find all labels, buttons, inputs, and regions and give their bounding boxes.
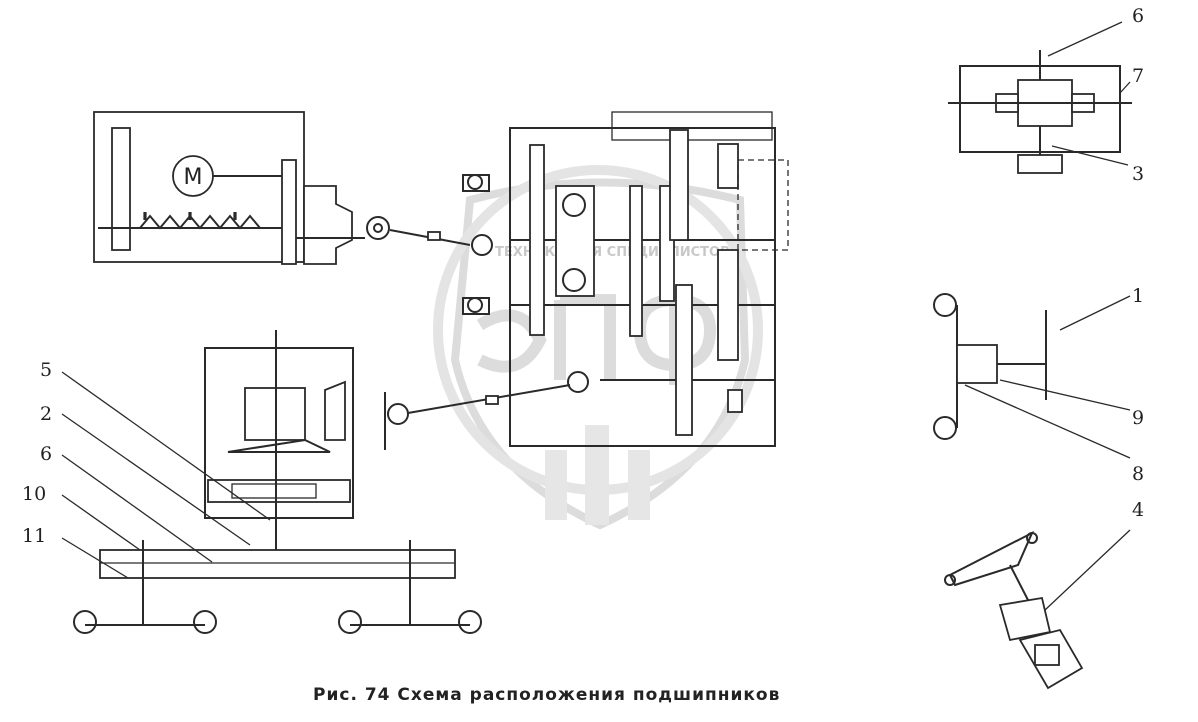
callout-9: 9 <box>1132 407 1144 429</box>
left-leader-lines <box>61 371 271 579</box>
callout-1: 1 <box>1132 285 1144 307</box>
callout-6-top: 6 <box>1132 5 1144 27</box>
motor-drive-assembly: M <box>93 111 390 265</box>
callout-8: 8 <box>1132 463 1144 485</box>
callout-10: 10 <box>22 483 46 505</box>
table-assembly <box>73 330 571 634</box>
callout-4: 4 <box>1132 499 1144 521</box>
detail-upper-right <box>948 21 1132 174</box>
callout-3: 3 <box>1132 163 1144 185</box>
detail-lower-right <box>944 529 1131 690</box>
watermark-logo: ТЕХНИКА ДЛЯ СПЕЦИАЛИСТОВ <box>433 165 763 530</box>
figure-caption: Рис. 74 Схема расположения подшипников <box>313 685 780 705</box>
callout-6-left: 6 <box>40 443 52 465</box>
callout-11: 11 <box>22 525 46 547</box>
detail-middle-right <box>933 293 1131 459</box>
callout-7: 7 <box>1132 65 1144 87</box>
motor-symbol: M <box>184 165 203 190</box>
callout-5: 5 <box>40 359 52 381</box>
callout-2: 2 <box>40 403 52 425</box>
central-gearbox <box>462 111 789 447</box>
